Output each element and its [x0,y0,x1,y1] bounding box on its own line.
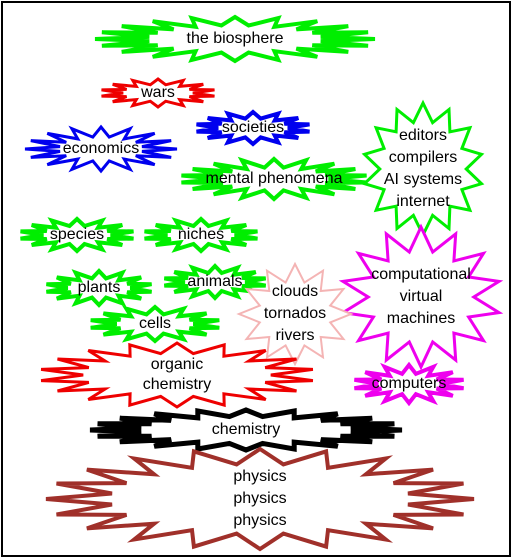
node-vms-burst-shape [338,223,504,371]
node-weather-label: clouds [272,283,318,300]
node-economics-label: economics [63,140,139,157]
node-weather: clouds tornados rivers [236,261,354,367]
node-software-label: compilers [389,149,457,166]
node-animals-label: animals [187,273,242,290]
node-software-label: AI systems [384,171,462,188]
node-vms-label: machines [387,310,455,327]
node-niches-burst-shape [144,216,258,254]
node-societies-label: societies [222,119,284,136]
node-software-label: editors [399,127,447,144]
node-biosphere-label: the biosphere [187,30,284,47]
node-computers: computers [354,361,464,407]
node-chemistry-burst-shape [89,407,403,453]
node-chemistry: chemistry [89,407,403,453]
node-organic: organic chemistry [40,341,314,409]
node-physics-label: physics [233,490,286,507]
node-software-burst-shape [361,99,485,239]
node-economics: economics [24,124,178,174]
node-societies: societies [196,109,310,147]
diagram-canvas: the biosphere wars societies economics menta… [20,14,504,552]
node-plants: plants [46,268,152,308]
node-cells: cells [90,304,220,344]
node-mental: mental phenomena [181,156,367,202]
node-cells-burst-shape [90,304,220,344]
node-organic-label: chemistry [143,376,211,393]
node-niches: niches [144,216,258,254]
node-physics-label: physics [233,512,286,529]
node-cells-label: cells [139,315,171,332]
node-chemistry-label: chemistry [212,421,280,438]
node-vms-label: virtual [400,288,443,305]
node-physics: physics physics physics [45,446,475,552]
node-mental-burst-shape [181,156,367,202]
node-vms: computational virtual machines [338,223,504,371]
node-software-label: internet [396,193,450,210]
node-vms-label: computational [371,266,471,283]
node-wars: wars [101,77,215,109]
node-animals-burst-shape [163,263,267,301]
node-species: species [20,216,134,254]
node-physics-label: physics [233,468,286,485]
node-organic-label: organic [151,356,203,373]
node-weather-label: tornados [264,305,326,322]
node-animals: animals [163,263,267,301]
node-physics-burst-shape [45,446,475,552]
node-species-label: species [50,226,104,243]
node-computers-label: computers [372,375,447,392]
node-wars-label: wars [140,84,175,101]
node-weather-burst-shape [236,261,354,367]
node-computers-burst-shape [354,361,464,407]
node-species-burst-shape [20,216,134,254]
node-economics-burst-shape [24,124,178,174]
node-weather-label: rivers [275,327,314,344]
node-plants-burst-shape [46,268,152,308]
node-biosphere-burst-shape [94,14,376,64]
node-organic-burst-shape [40,341,314,409]
node-mental-label: mental phenomena [206,170,343,187]
node-biosphere: the biosphere [94,14,376,64]
node-plants-label: plants [78,279,121,296]
node-software: editors compilers AI systems internet [361,99,485,239]
node-societies-burst-shape [196,109,310,147]
node-wars-burst-shape [101,77,215,109]
node-niches-label: niches [178,226,224,243]
